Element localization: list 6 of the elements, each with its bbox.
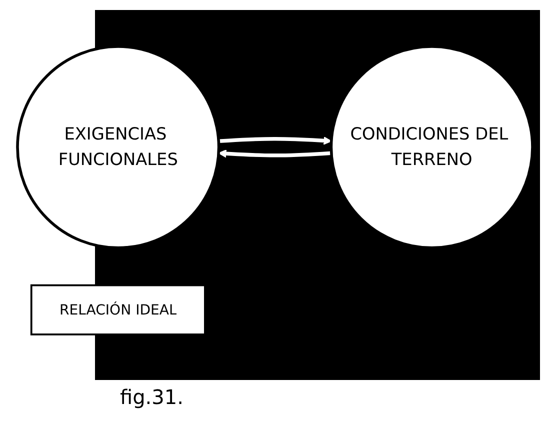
node-circle: CONDICIONES DEL TERRENO	[330, 44, 534, 249]
node-box: RELACIÓN IDEAL	[30, 284, 206, 335]
arrow	[218, 136, 332, 144]
figure-caption: fig.31.	[120, 385, 184, 409]
node-circle: EXIGENCIAS FUNCIONALES	[16, 44, 220, 249]
arrow	[218, 149, 332, 158]
